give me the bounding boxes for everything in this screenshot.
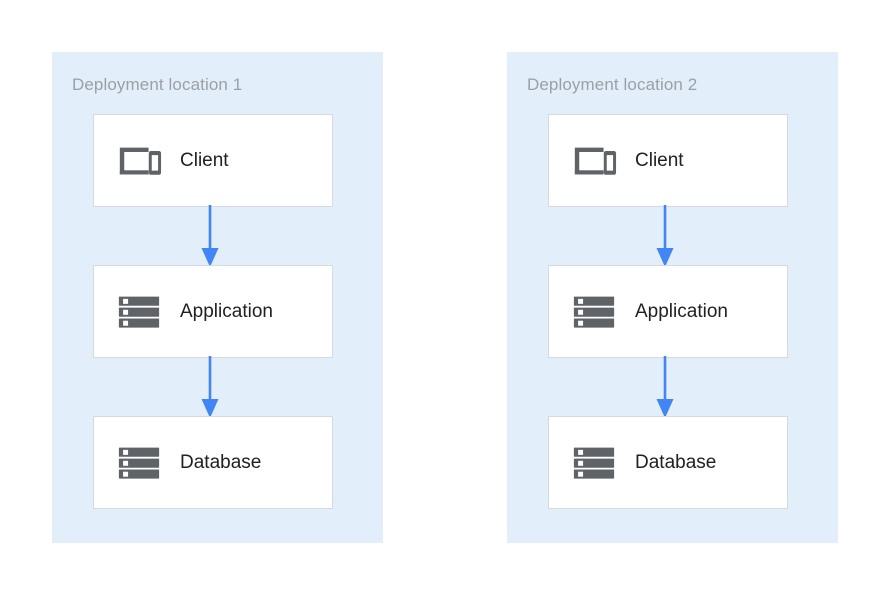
- client-devices-icon: [119, 147, 162, 175]
- node-card-client-1[interactable]: Client: [93, 114, 333, 207]
- node-card-application-2[interactable]: Application: [548, 265, 788, 358]
- arrow-client-to-application-2: [656, 205, 674, 267]
- arrow-client-to-application-1: [201, 205, 219, 267]
- node-label-client-2: Client: [635, 149, 684, 171]
- node-label-database-2: Database: [635, 451, 717, 473]
- arrow-application-to-database-2: [656, 356, 674, 418]
- server-stack-icon: [118, 296, 160, 328]
- deployment-location-panel-2: Deployment location 2 Client: [507, 52, 838, 543]
- node-label-database-1: Database: [180, 451, 262, 473]
- server-stack-icon: [573, 447, 615, 479]
- deployment-location-2-title: Deployment location 2: [527, 75, 698, 94]
- server-stack-icon: [118, 447, 160, 479]
- node-card-database-1[interactable]: Database: [93, 416, 333, 509]
- node-card-client-2[interactable]: Client: [548, 114, 788, 207]
- server-stack-icon: [573, 296, 615, 328]
- client-devices-icon: [574, 147, 617, 175]
- arrow-application-to-database-1: [201, 356, 219, 418]
- node-label-application-2: Application: [635, 300, 728, 322]
- deployment-location-panel-1: Deployment location 1 Client: [52, 52, 383, 543]
- node-label-client-1: Client: [180, 149, 229, 171]
- deployment-location-1-title: Deployment location 1: [72, 75, 243, 94]
- node-card-database-2[interactable]: Database: [548, 416, 788, 509]
- node-label-application-1: Application: [180, 300, 273, 322]
- node-card-application-1[interactable]: Application: [93, 265, 333, 358]
